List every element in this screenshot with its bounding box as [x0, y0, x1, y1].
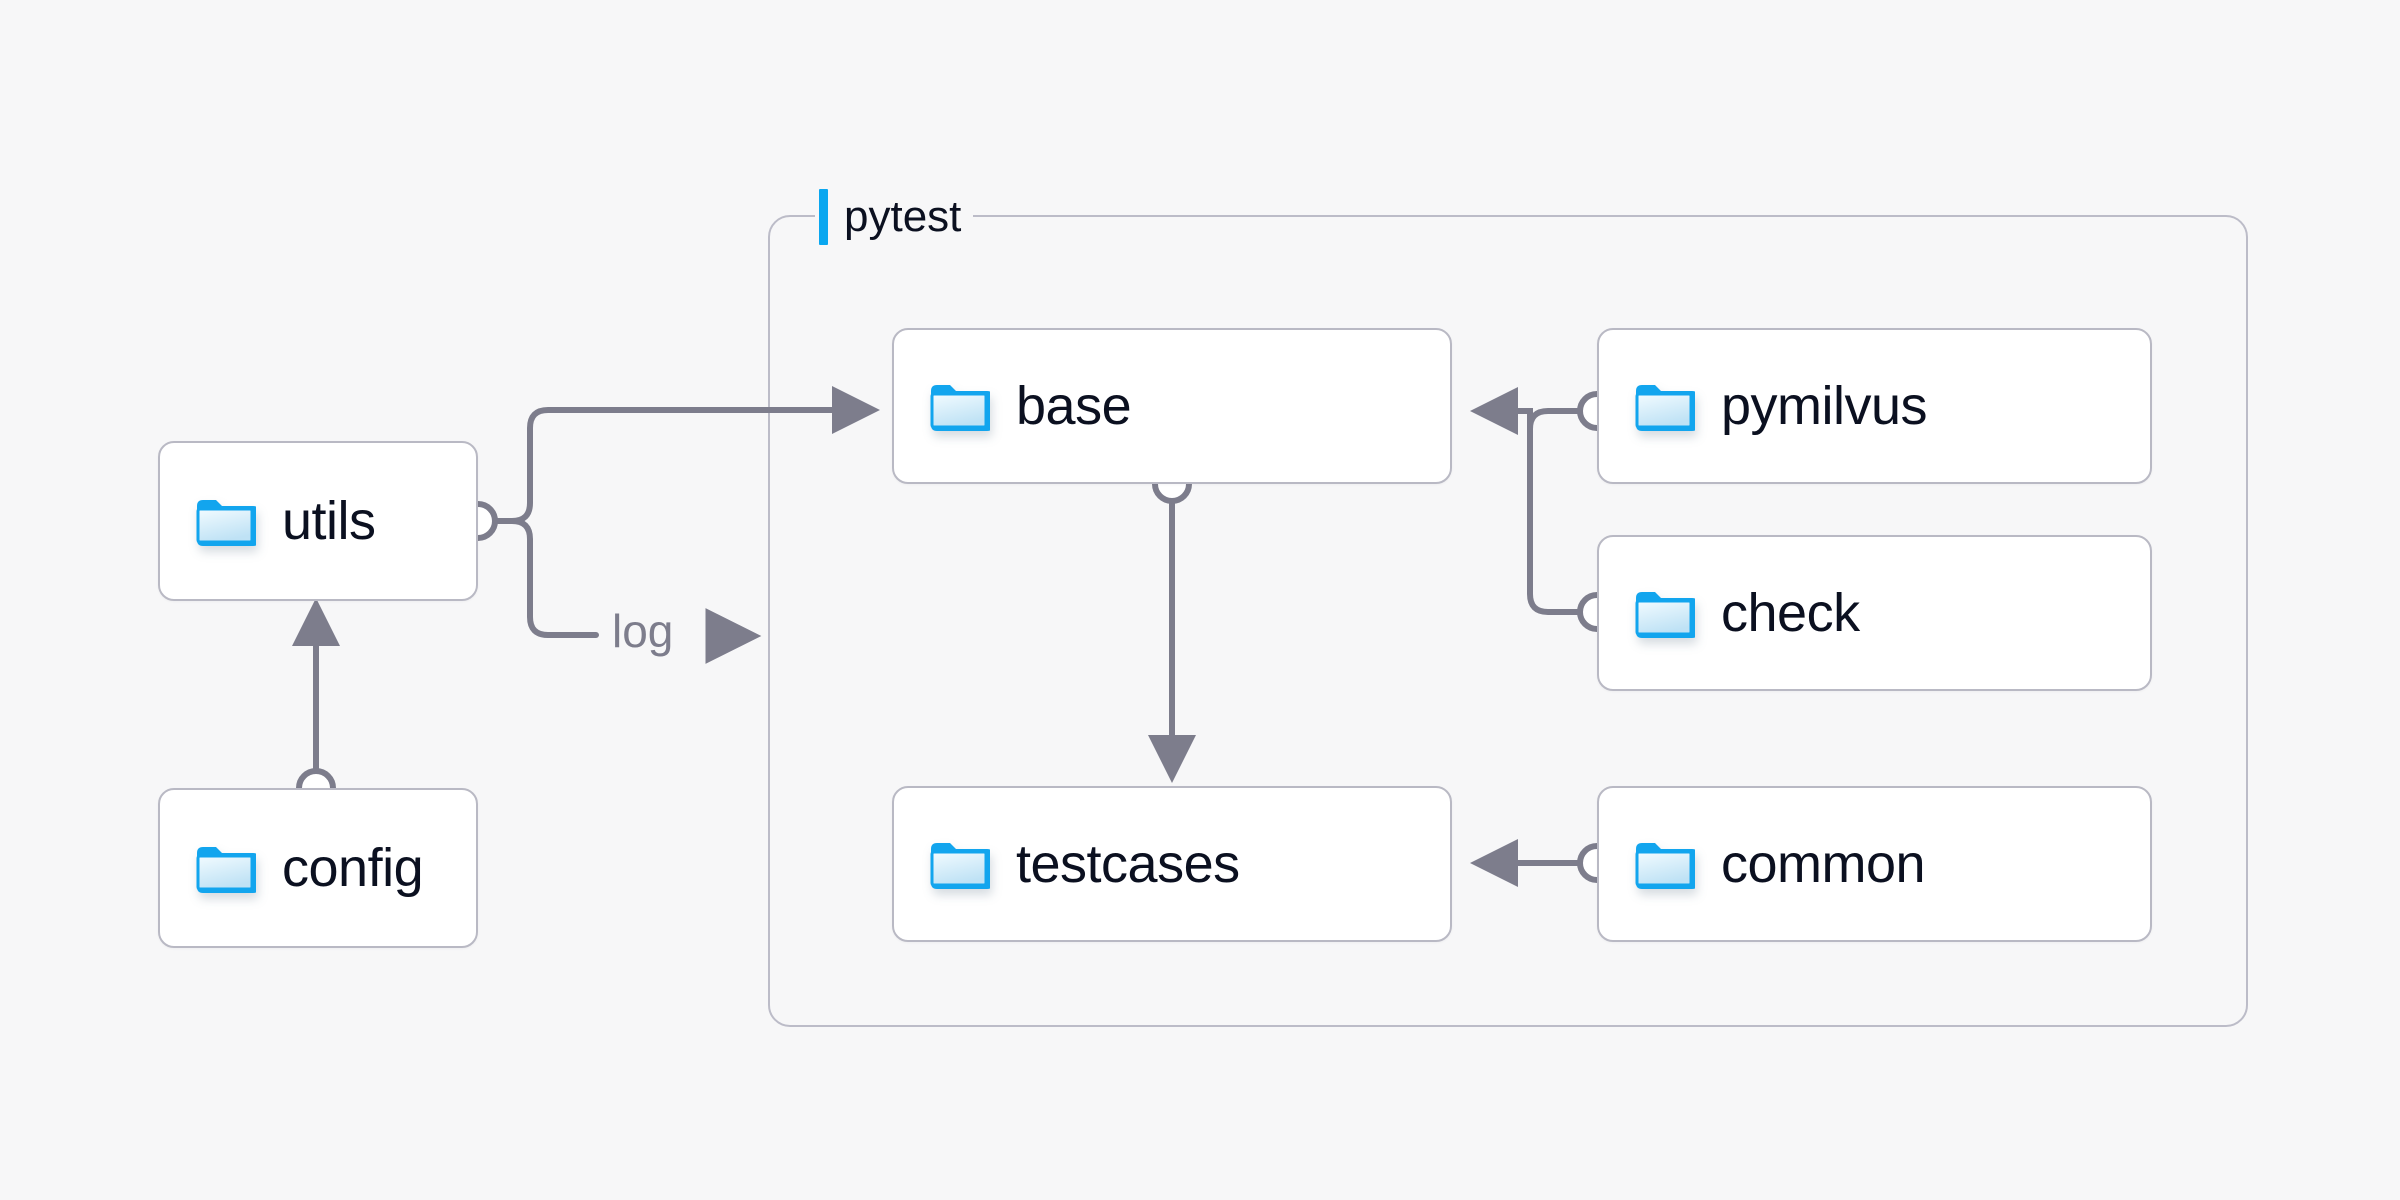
node-label: base	[1016, 376, 1132, 436]
group-title-pytest: pytest	[815, 188, 974, 246]
node-common[interactable]: common	[1597, 786, 2152, 942]
node-config[interactable]: config	[158, 788, 478, 948]
group-title-label: pytest	[844, 192, 962, 241]
node-base[interactable]: base	[892, 328, 1452, 484]
folder-icon	[928, 838, 993, 890]
group-container-pytest	[768, 215, 2248, 1027]
node-pymilvus[interactable]: pymilvus	[1597, 328, 2152, 484]
group-accent-bar	[819, 189, 828, 245]
folder-icon	[1633, 587, 1698, 639]
folder-icon	[194, 842, 259, 894]
node-testcases[interactable]: testcases	[892, 786, 1452, 942]
edge-label-log: log	[604, 608, 682, 654]
node-label: testcases	[1016, 834, 1240, 894]
node-label: config	[282, 838, 424, 898]
node-check[interactable]: check	[1597, 535, 2152, 691]
node-utils[interactable]: utils	[158, 441, 478, 601]
edge-utils-log	[475, 518, 599, 638]
folder-icon	[1633, 838, 1698, 890]
folder-icon	[928, 380, 993, 432]
node-label: common	[1721, 834, 1926, 894]
folder-icon	[194, 495, 259, 547]
node-label: utils	[282, 491, 376, 551]
node-label: pymilvus	[1721, 376, 1928, 436]
folder-icon	[1633, 380, 1698, 432]
node-label: check	[1721, 583, 1860, 643]
